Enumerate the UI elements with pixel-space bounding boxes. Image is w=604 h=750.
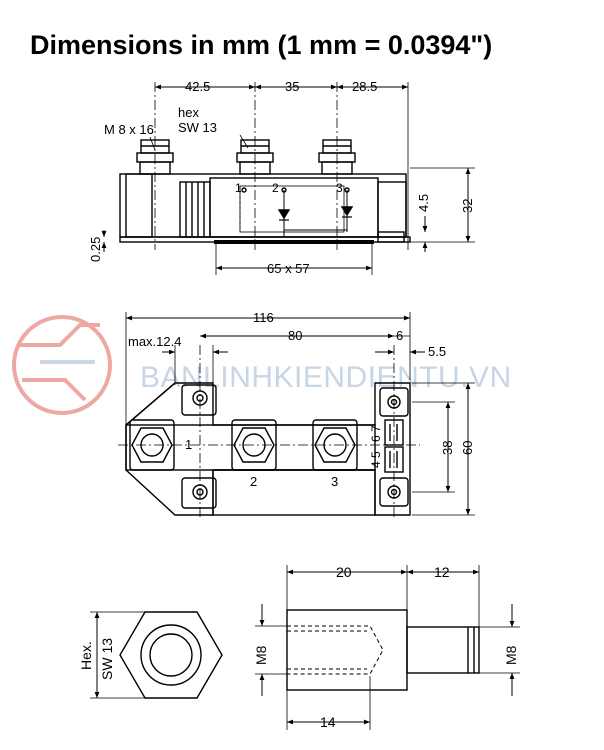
nut-hex-label: Hex. bbox=[78, 641, 94, 670]
dim-38: 38 bbox=[440, 441, 455, 455]
bolt-label: M 8 x 16 bbox=[104, 122, 154, 137]
dim-80: 80 bbox=[288, 328, 302, 343]
terminal-3: 3 bbox=[336, 181, 343, 195]
dim-60: 60 bbox=[460, 441, 475, 455]
dim-max-12-4: max.12.4 bbox=[128, 334, 181, 349]
label-1: 1 bbox=[185, 437, 192, 452]
page-title: Dimensions in mm (1 mm = 0.0394") bbox=[30, 30, 493, 60]
watermark-text: BANLINHKIENDIENTU.VN bbox=[140, 361, 512, 394]
base-dim: 65 x 57 bbox=[267, 261, 310, 276]
terminal-1: 1 bbox=[235, 181, 242, 195]
dim-14: 14 bbox=[320, 714, 336, 730]
label-2: 2 bbox=[250, 474, 257, 489]
side-view-labels: 42.5 35 28.5 M 8 x 16 hex SW 13 1 2 3 65… bbox=[88, 79, 475, 276]
top-view-labels: 116 max.12.4 80 6 5.5 1 2 3 6 7 4 5 38 6… bbox=[128, 310, 475, 489]
dim-5-5: 5.5 bbox=[428, 344, 446, 359]
dim-42-5: 42.5 bbox=[185, 79, 210, 94]
dim-0-25: 0.25 bbox=[88, 237, 103, 262]
hex-label: hex bbox=[178, 105, 199, 120]
nut-sw-label: SW 13 bbox=[99, 638, 115, 680]
nut-view-labels: Hex. SW 13 bbox=[78, 638, 115, 680]
stud-view bbox=[255, 565, 520, 730]
side-view bbox=[101, 82, 475, 275]
dim-12: 12 bbox=[434, 564, 450, 580]
dim-4-5: 4.5 bbox=[416, 194, 431, 212]
sw-label: SW 13 bbox=[178, 120, 217, 135]
dim-32: 32 bbox=[460, 199, 475, 213]
dim-20: 20 bbox=[336, 564, 352, 580]
thread-right-m8: M8 bbox=[503, 645, 519, 665]
label-3: 3 bbox=[331, 474, 338, 489]
pins-6-7: 6 7 bbox=[369, 425, 383, 442]
terminal-2: 2 bbox=[272, 181, 279, 195]
dim-6: 6 bbox=[396, 328, 403, 343]
dim-116: 116 bbox=[253, 310, 274, 325]
thread-left-m8: M8 bbox=[253, 645, 269, 665]
stud-view-labels: 20 12 14 M8 M8 bbox=[253, 564, 519, 730]
pins-4-5: 4 5 bbox=[369, 451, 383, 468]
dim-35: 35 bbox=[285, 79, 299, 94]
dim-28-5: 28.5 bbox=[352, 79, 377, 94]
top-view bbox=[118, 312, 475, 520]
nut-view bbox=[90, 611, 223, 699]
watermark-logo-icon bbox=[12, 315, 112, 415]
